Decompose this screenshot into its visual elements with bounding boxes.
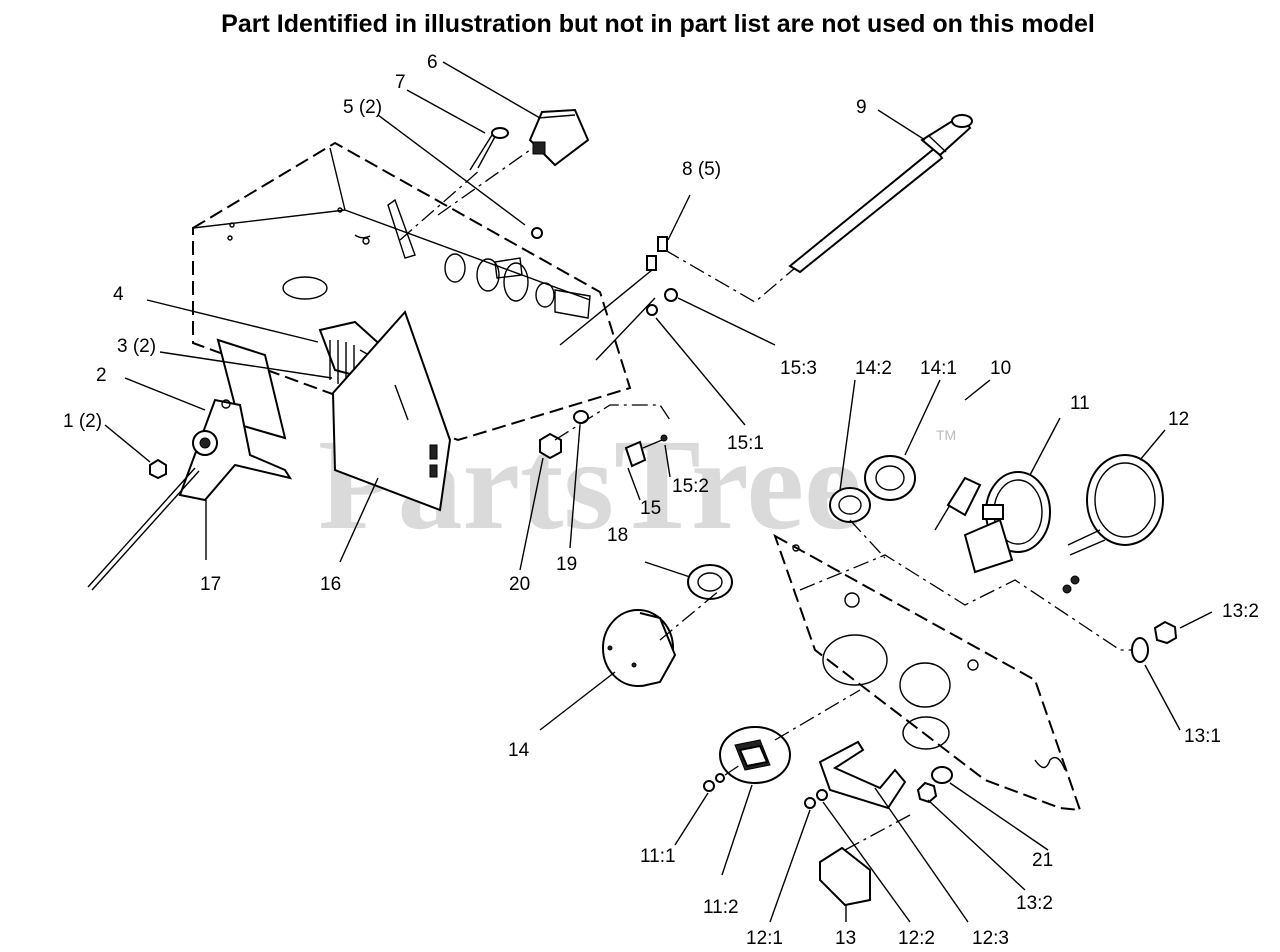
- callout-11-1: 11:1: [640, 846, 676, 867]
- throttle-lever-part-2: [178, 338, 293, 502]
- callout-8: 8 (5): [682, 159, 721, 180]
- callout-11: 11: [1070, 393, 1090, 414]
- callout-12-1: 12:1: [746, 928, 783, 949]
- bolts-part-8: [646, 236, 668, 271]
- leader-knob-housing: [437, 149, 531, 216]
- callout-14: 14: [508, 740, 530, 761]
- callout-5: 5 (2): [343, 97, 382, 118]
- nut-part-13-2-lower: [916, 781, 938, 804]
- callout-10: 10: [990, 358, 1011, 379]
- washer-part-18: [687, 564, 733, 600]
- callout-19: 19: [556, 554, 577, 575]
- callout-21: 21: [1032, 850, 1053, 871]
- washer-part-19: [573, 410, 589, 424]
- callout-13-2-top: 13:2: [1222, 601, 1259, 622]
- callout-3: 3 (2): [117, 336, 156, 357]
- callout-18: 18: [607, 525, 628, 546]
- leader-choke: [664, 249, 796, 303]
- bezel-part-11-2: [719, 726, 791, 784]
- callout-2: 2: [96, 365, 107, 386]
- washer-part-15-1: [646, 304, 658, 316]
- callout-11-2: 11:2: [703, 897, 739, 918]
- callout-12-3: 12:3: [972, 928, 1009, 949]
- washer-part-12-2: [816, 789, 828, 801]
- callout-12-2: 12:2: [898, 928, 935, 949]
- knob-part-6: [528, 108, 590, 167]
- diagram-title: Part Identified in illustration but not …: [221, 10, 1095, 38]
- bracket-part-12-3: [818, 740, 907, 810]
- choke-cable-part-9: [788, 113, 973, 274]
- mounting-plate-part-16: [331, 310, 452, 512]
- nut-part-1: [149, 458, 167, 480]
- dash-housing: [192, 141, 632, 442]
- nut-part-14-1: [864, 455, 916, 501]
- key-part-15: [624, 434, 668, 468]
- callout-20: 20: [509, 574, 530, 595]
- callout-13-1: 13:1: [1184, 726, 1221, 747]
- callout-6: 6: [427, 52, 438, 73]
- callout-12: 12: [1168, 409, 1189, 430]
- instrument-panel: [773, 533, 1082, 812]
- throttle-rod-part-17: [87, 467, 200, 591]
- watermark-tm: TM: [936, 427, 956, 443]
- callout-4: 4: [113, 284, 124, 305]
- callout-13-2-bottom: 13:2: [1016, 893, 1053, 914]
- callout-9: 9: [856, 97, 867, 118]
- nut-part-12-1: [804, 797, 816, 809]
- callout-17: 17: [200, 574, 221, 595]
- callout-16: 16: [320, 574, 341, 595]
- sender-part-10: [934, 476, 982, 531]
- callout-7: 7: [395, 72, 406, 93]
- callout-14-2: 14:2: [855, 358, 892, 379]
- callout-15-1: 15:1: [727, 433, 764, 454]
- callout-labels: 6 7 5 (2) 9 8 (5) 4 3 (2) 2 1 (2) 15:3 1…: [63, 52, 1259, 949]
- block-part-13: [819, 846, 871, 907]
- callout-15: 15: [640, 498, 661, 519]
- callout-13: 13: [835, 928, 856, 949]
- callout-1: 1 (2): [63, 411, 102, 432]
- leader-lines: [104, 61, 1213, 923]
- hourmeter-part-14: [602, 609, 677, 687]
- nut-part-5: [531, 227, 543, 239]
- nut-part-11-1: [703, 780, 715, 792]
- washer-part-14-2: [829, 487, 871, 523]
- nut-part-13-2-upper: [1153, 620, 1178, 645]
- nut-part-15-3: [664, 288, 678, 302]
- washer-part-21: [931, 766, 953, 784]
- screw-part-7: [469, 127, 509, 171]
- gauge-part-11: [963, 471, 1051, 574]
- washer-part-13-1: [1131, 637, 1149, 663]
- callout-15-2: 15:2: [672, 476, 709, 497]
- callout-14-1: 14:1: [920, 358, 957, 379]
- callout-15-3: 15:3: [780, 358, 817, 379]
- gauge-part-12: [1062, 454, 1164, 594]
